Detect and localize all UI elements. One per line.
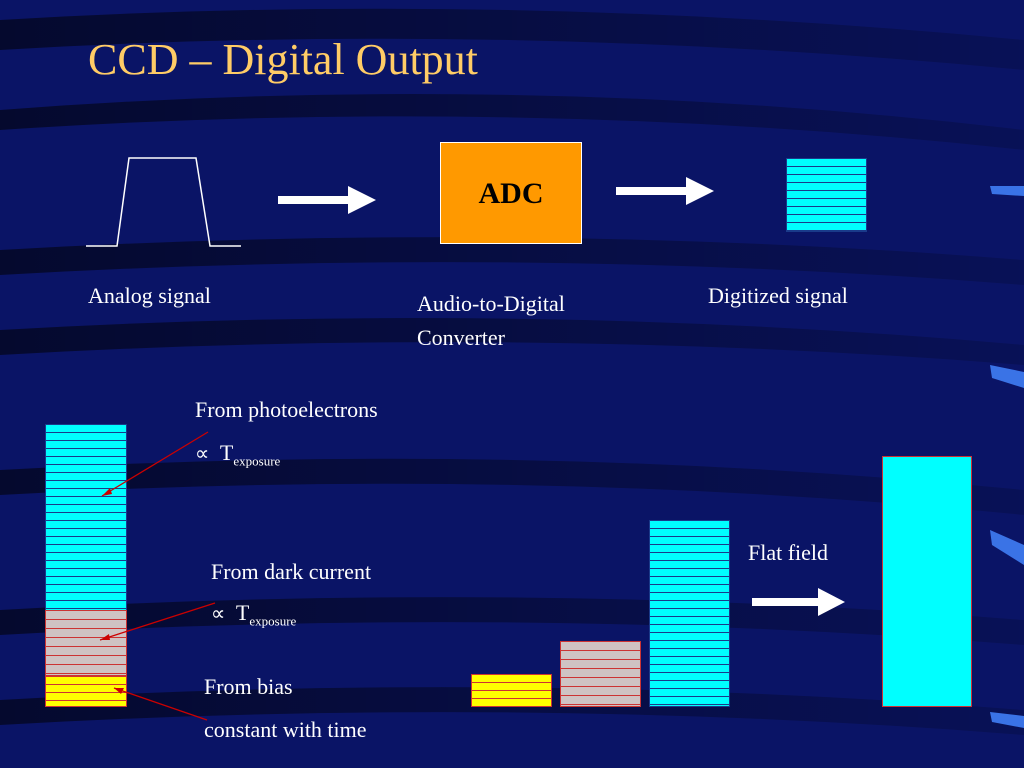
flat-field-result-box [882, 456, 972, 707]
exposure-subscript: exposure [233, 453, 281, 469]
separate-dark-stack [560, 641, 641, 707]
digitized-signal-label: Digitized signal [708, 283, 848, 308]
bias-constant-text: constant with time [204, 717, 367, 742]
dark-current-label: From dark current [211, 559, 372, 584]
left-stack-dark-current [45, 610, 127, 676]
digitized-signal-stack [786, 158, 867, 232]
analog-signal-label: Analog signal [88, 283, 211, 308]
adc-caption-line1: Audio-to-Digital [417, 291, 565, 316]
separate-bias-stack [471, 674, 552, 707]
left-stack-photoelectrons [45, 424, 127, 610]
t-symbol: T [219, 440, 234, 465]
arrow-right-icon [752, 588, 845, 616]
flat-field-label: Flat field [748, 540, 829, 565]
separate-signal-stack [649, 520, 730, 707]
analog-pulse-graphic [86, 157, 241, 247]
arrow-right-icon [616, 177, 714, 205]
photoelectrons-proportionality: ∝ Texposure [195, 440, 280, 469]
exposure-subscript: exposure [249, 613, 297, 629]
dark-current-proportionality: ∝ Texposure [211, 600, 296, 629]
adc-caption-line2: Converter [417, 325, 505, 350]
t-symbol: T [235, 600, 250, 625]
page-title: CCD – Digital Output [88, 35, 478, 84]
bias-label: From bias [204, 674, 293, 699]
proportional-symbol: ∝ [195, 441, 210, 465]
photoelectrons-label: From photoelectrons [195, 397, 378, 422]
proportional-symbol: ∝ [211, 601, 226, 625]
adc-box: ADC [440, 142, 582, 244]
left-stack-bias [45, 676, 127, 707]
arrow-right-icon [278, 186, 376, 214]
bias-constant-line: constant with time [204, 717, 367, 743]
